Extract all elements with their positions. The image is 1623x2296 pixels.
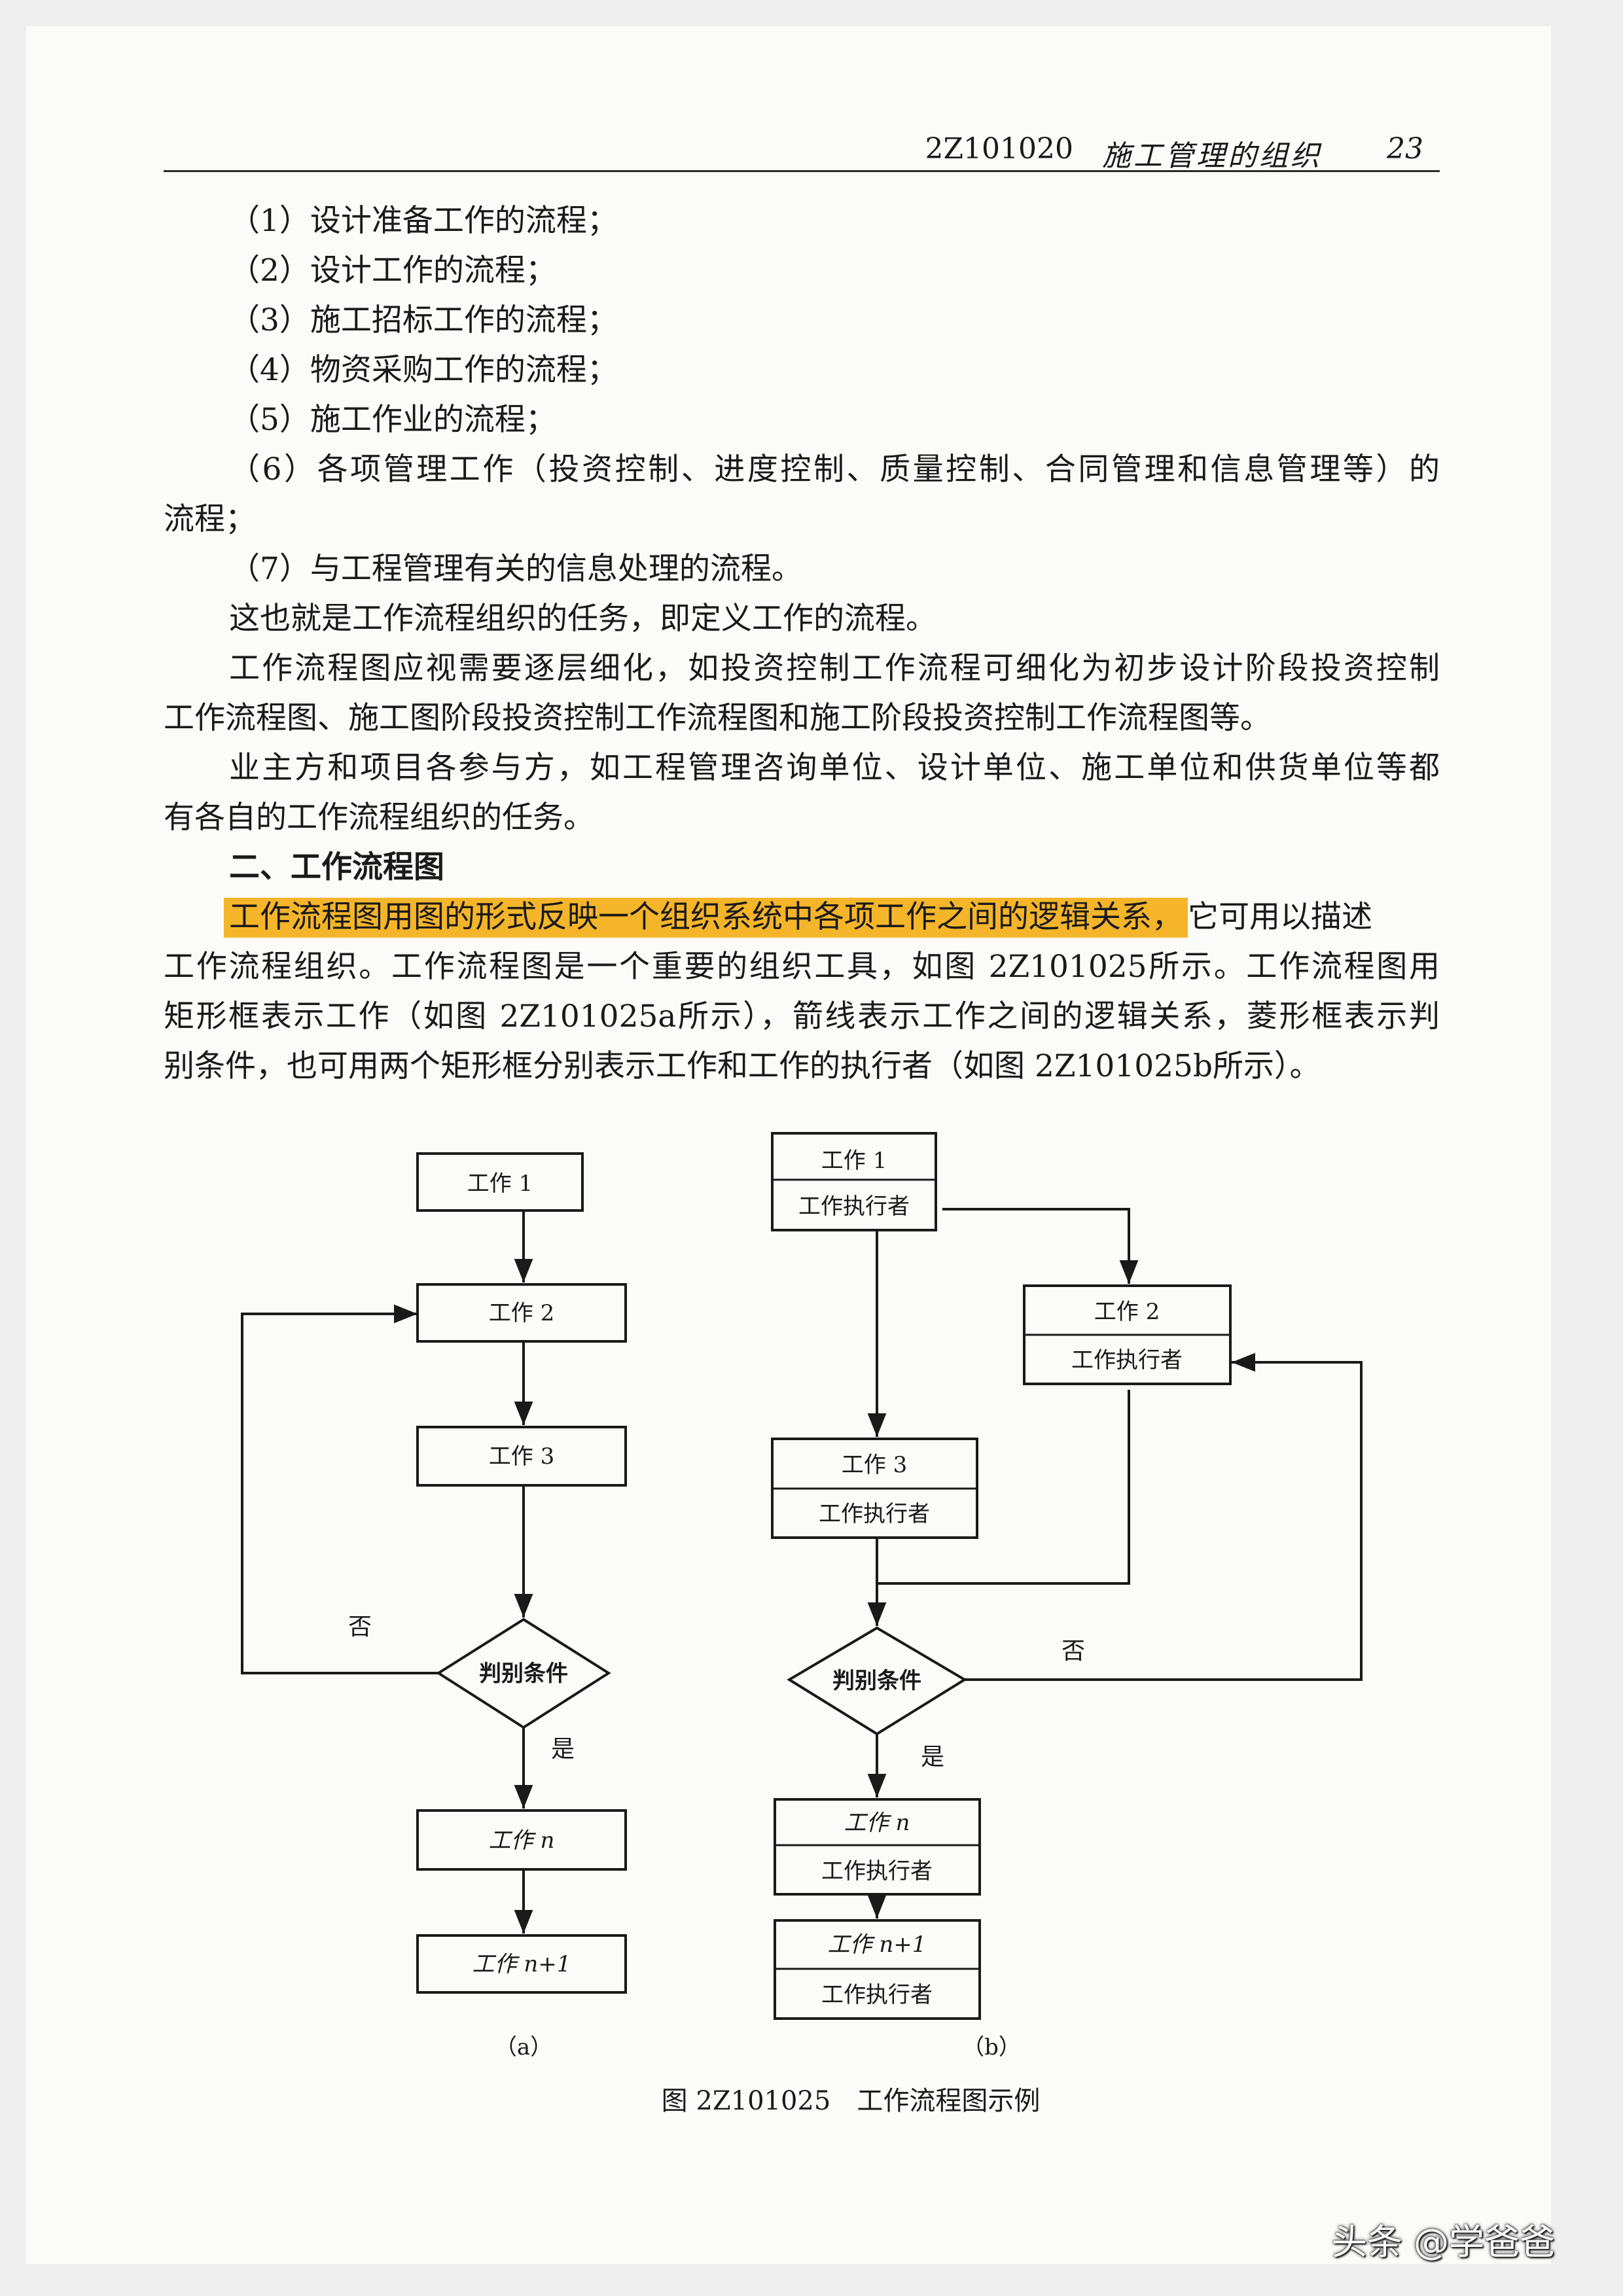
paragraph: 这也就是工作流程组织的任务，即定义工作的流程。 (229, 601, 936, 637)
task-executor-box (774, 1798, 981, 1896)
task-box (416, 1152, 584, 1212)
page-number: 23 (1387, 132, 1423, 166)
connector-line (877, 1390, 1130, 1585)
list-item: （5）施工作业的流程； (229, 402, 556, 438)
paragraph-line: 业主方和项目各参与方，如工程管理咨询单位、设计单位、施工单位和供货单位等都 (229, 750, 1440, 786)
task-box (416, 1283, 627, 1343)
paragraph-line: 别条件，也可用两个矩形框分别表示工作和工作的执行者（如图 2Z101025b所示… (164, 1048, 1321, 1084)
section-heading: 二、工作流程图 (229, 849, 444, 885)
paragraph-line: 工作流程图应视需要逐层细化，如投资控制工作流程可细化为初步设计阶段投资控制 (229, 650, 1440, 686)
box-task-label: 工作 n (844, 1810, 910, 1836)
paragraph-line: 工作流程图、施工图阶段投资控制工作流程图和施工阶段投资控制工作流程图等。 (164, 700, 1271, 736)
list-item: （3）施工招标工作的流程； (229, 302, 618, 338)
figure-caption: 图 2Z101025 工作流程图示例 (661, 2086, 1041, 2116)
box-executor-label: 工作执行者 (819, 1501, 930, 1527)
arrow (942, 1208, 1139, 1284)
paragraph-line: 矩形框表示工作（如图 2Z101025a所示），箭线表示工作之间的逻辑关系，菱形… (164, 998, 1440, 1034)
paragraph-text: 它可用以描述 (1188, 899, 1372, 935)
list-item: （7）与工程管理有关的信息处理的流程。 (229, 551, 802, 587)
yes-label: 是 (551, 1736, 575, 1763)
task-executor-box (771, 1132, 937, 1231)
box-executor-label: 工作执行者 (821, 1858, 933, 1884)
paragraph-line-highlighted: 工作流程图用图的形式反映一个组织系统中各项工作之间的逻辑关系，它可用以描述 (164, 892, 1440, 942)
list-item: （2）设计工作的流程； (229, 253, 556, 289)
yes-label: 是 (921, 1744, 944, 1771)
box-label: 工作 2 (489, 1300, 554, 1326)
list-item-continuation: 流程； (164, 501, 256, 537)
loop-arrow (241, 1304, 438, 1674)
decision-label: 判别条件 (479, 1661, 568, 1687)
header-code: 2Z101020 (925, 132, 1073, 166)
no-label: 否 (348, 1614, 372, 1640)
box-task-label: 工作 3 (842, 1452, 907, 1478)
box-label: 工作 n+1 (473, 1951, 571, 1977)
task-box (416, 1426, 627, 1487)
running-header: 2Z101020 施工管理的组织 23 (164, 130, 1440, 173)
list-item: （4）物资采购工作的流程； (229, 352, 618, 388)
box-executor-label: 工作执行者 (798, 1193, 910, 1220)
paragraph-line: 有各自的工作流程组织的任务。 (164, 800, 594, 836)
loop-arrow (965, 1352, 1363, 1681)
highlighted-text: 工作流程图用图的形式反映一个组织系统中各项工作之间的逻辑关系， (224, 898, 1188, 938)
box-executor-label: 工作执行者 (821, 1982, 933, 2008)
box-task-label: 工作 n+1 (828, 1932, 927, 1958)
box-task-label: 工作 1 (821, 1148, 887, 1174)
box-label: 工作 1 (467, 1171, 533, 1197)
paragraph-line: 工作流程组织。工作流程图是一个重要的组织工具，如图 2Z101025所示。工作流… (164, 949, 1440, 985)
box-task-label: 工作 2 (1094, 1299, 1160, 1325)
no-label: 否 (1061, 1638, 1085, 1665)
list-item: （6）各项管理工作（投资控制、进度控制、质量控制、合同管理和信息管理等）的 (229, 451, 1440, 487)
subfigure-label: （a） (495, 2034, 552, 2060)
body-text: （1）设计准备工作的流程； （2）设计工作的流程； （3）施工招标工作的流程； … (164, 196, 1440, 1091)
box-label: 工作 3 (489, 1443, 554, 1470)
watermark-text: 头条 @学爸爸 (1332, 2221, 1556, 2263)
list-item: （1）设计准备工作的流程； (229, 203, 618, 239)
decision-diamond (436, 1617, 611, 1729)
header-title: 施工管理的组织 (1102, 139, 1322, 173)
decision-diamond (787, 1626, 967, 1736)
box-label: 工作 n (489, 1828, 555, 1854)
task-box (416, 1809, 627, 1871)
subfigure-label: （b） (962, 2034, 1021, 2060)
task-box (416, 1934, 627, 1994)
decision-label: 判别条件 (832, 1668, 921, 1694)
box-executor-label: 工作执行者 (1071, 1347, 1183, 1373)
